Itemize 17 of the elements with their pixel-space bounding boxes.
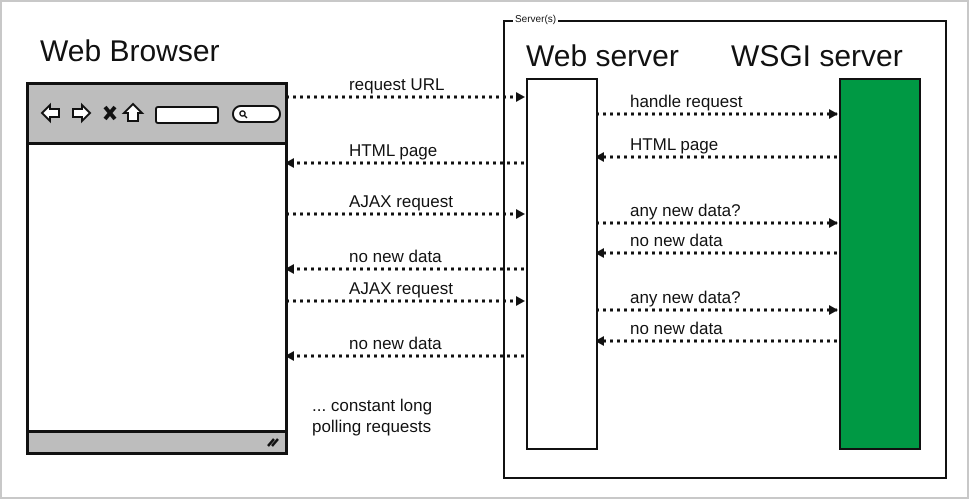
edge-label: no new data [629,320,724,337]
edge-label: AJAX request [348,280,454,297]
heading: WSGI server [731,40,903,74]
heading: Web Browser [40,35,220,69]
edge-label: no new data [348,335,443,352]
edge-label: AJAX request [348,193,454,210]
edge-label: HTML page [629,136,720,153]
edge-label: request URL [348,76,446,93]
edge-label: no new data [348,248,443,265]
heading: Web server [526,40,679,74]
note: ... constant long polling requests [312,395,434,437]
edge-label: no new data [629,232,724,249]
group-label: Server(s) [513,14,558,26]
edge-label: handle request [629,93,744,110]
edge-label: any new data? [629,202,742,219]
edge-label: any new data? [629,289,742,306]
edge-label: HTML page [348,142,438,159]
